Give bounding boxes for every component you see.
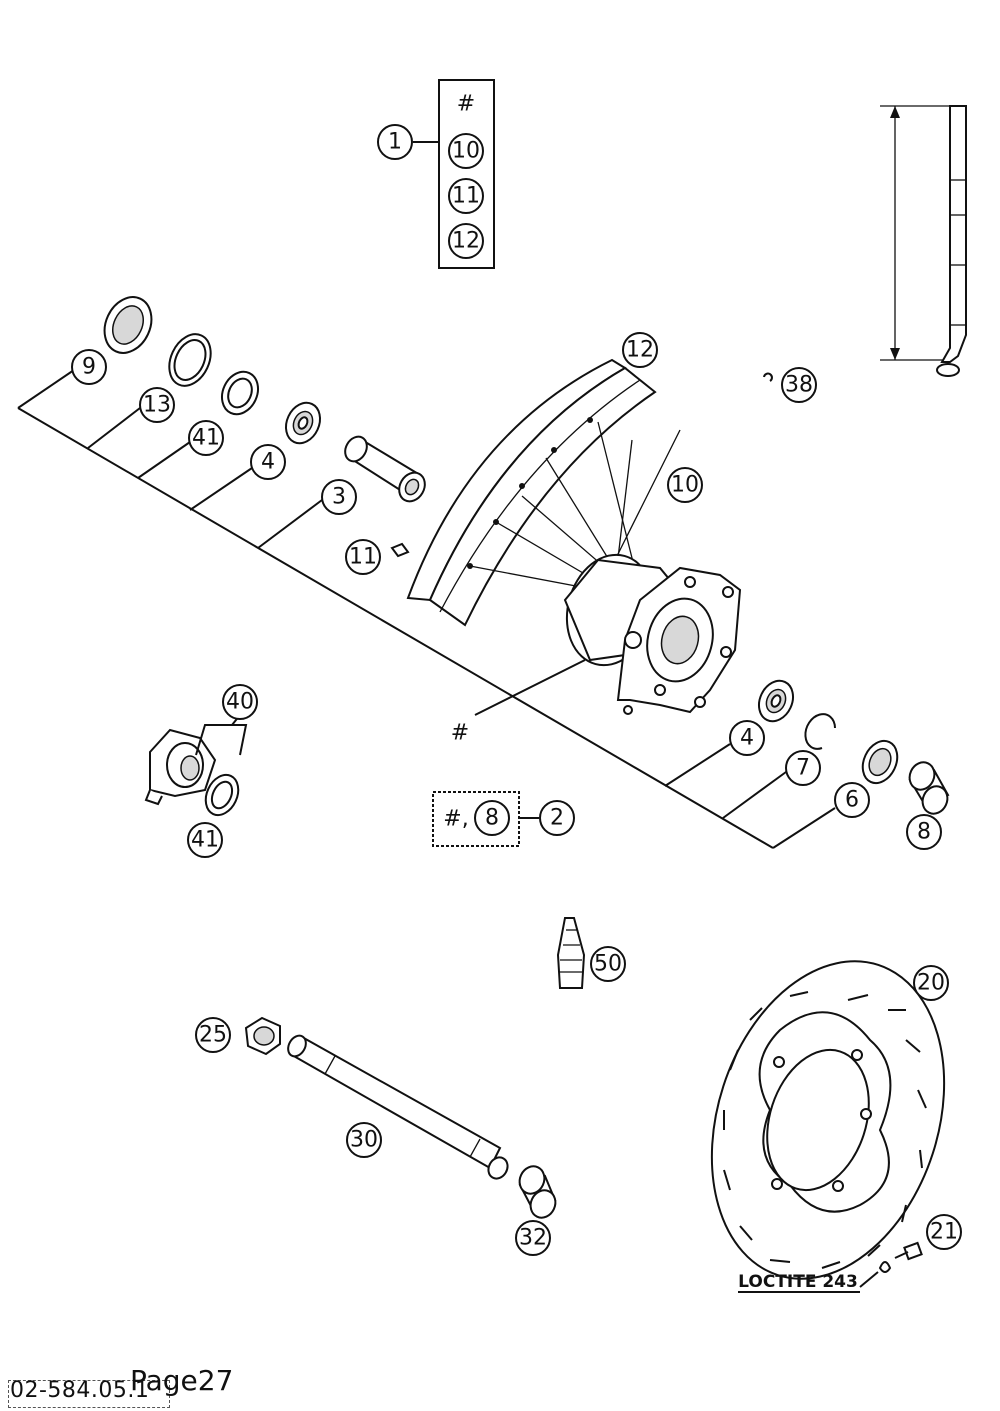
callout-6: 6 [834,782,870,818]
svg-text:3: 3 [332,485,346,510]
callout-2: 2 [539,800,575,836]
callout-30: 30 [346,1122,382,1158]
drawing-code: 02-584.05.1 [10,1378,150,1403]
callout-1: 1 [377,124,413,160]
callout-10: 10 [667,467,703,503]
svg-text:21: 21 [930,1220,958,1245]
callout-12-list: 12 [448,223,484,259]
callout-13: 13 [139,387,175,423]
callout-10-list: 10 [448,133,484,169]
kit-hash-label: #, [443,807,468,832]
svg-text:20: 20 [917,971,945,996]
svg-text:4: 4 [740,726,754,751]
callout-3: 3 [321,479,357,515]
kit-list-box [413,79,495,269]
seal-ring-9 [103,296,153,354]
svg-text:11: 11 [349,545,377,570]
bearing-4a [284,401,322,445]
brake-disc-20 [710,960,946,1280]
hub-assembly [563,553,742,715]
callout-41a: 41 [188,420,224,456]
svg-text:12: 12 [452,229,480,254]
drawing-code-box [8,1380,170,1408]
svg-text:12: 12 [626,338,654,363]
callout-40: 40 [222,684,258,720]
svg-text:9: 9 [82,355,96,380]
page-label: Page27 [130,1364,234,1397]
svg-text:40: 40 [226,690,254,715]
svg-text:4: 4 [261,450,275,475]
svg-text:8: 8 [485,806,499,831]
circlip-41a [221,370,259,416]
svg-text:6: 6 [845,788,859,813]
bearing-4b [757,679,795,723]
callout-hash-list: # [457,92,475,117]
rim-12 [406,358,657,627]
axle-nut-25 [244,1016,281,1056]
circlip-41b [204,773,240,817]
callout-11-list: 11 [448,178,484,214]
callout-41b: 41 [187,822,223,858]
speedo-drive-40 [144,728,217,806]
valve-nipple-11 [390,542,410,558]
svg-text:32: 32 [519,1226,547,1251]
callout-32: 32 [515,1220,551,1256]
axle-30 [287,1034,509,1180]
callout-21: 21 [926,1214,962,1250]
svg-text:2: 2 [550,806,564,831]
callout-4a: 4 [250,444,286,480]
small-part-38 [763,372,773,382]
svg-text:10: 10 [671,473,699,498]
callout-38: 38 [781,367,817,403]
circlip-7 [804,713,836,750]
callout-8: 8 [906,814,942,850]
spoke-dimension-drawing [880,105,967,377]
callout-50: 50 [590,946,626,982]
callout-25: 25 [195,1017,231,1053]
svg-text:50: 50 [594,952,622,977]
svg-text:25: 25 [199,1023,227,1048]
svg-text:13: 13 [143,393,171,418]
svg-text:7: 7 [796,756,810,781]
callout-hash-hub: # [451,721,469,746]
svg-text:41: 41 [192,426,220,451]
callout-kit-8: 8 [474,800,510,836]
svg-text:10: 10 [452,139,480,164]
svg-text:11: 11 [452,184,480,209]
svg-text:8: 8 [917,820,931,845]
svg-text:38: 38 [785,373,813,398]
spacer-tube-3 [344,435,426,503]
svg-text:41: 41 [191,828,219,853]
spacer-8 [908,761,950,815]
kit-box-2 [432,791,539,847]
callout-4b: 4 [729,720,765,756]
hub-leader [474,659,586,716]
spacer-32 [518,1165,557,1219]
callout-11: 11 [345,539,381,575]
callout-9: 9 [71,349,107,385]
callout-20: 20 [913,965,949,1001]
loctite-label: LOCTITE 243 [738,1272,858,1292]
main-leader-lines [17,369,836,849]
seal-ring-6 [861,739,899,785]
o-ring-13 [168,333,212,387]
svg-text:30: 30 [350,1128,378,1153]
loctite-tube-50 [556,917,586,989]
callout-7: 7 [785,750,821,786]
disc-bolt-21 [878,1241,923,1273]
loctite-leader [859,1271,879,1288]
callout-12: 12 [622,332,658,368]
svg-text:1: 1 [388,130,402,155]
